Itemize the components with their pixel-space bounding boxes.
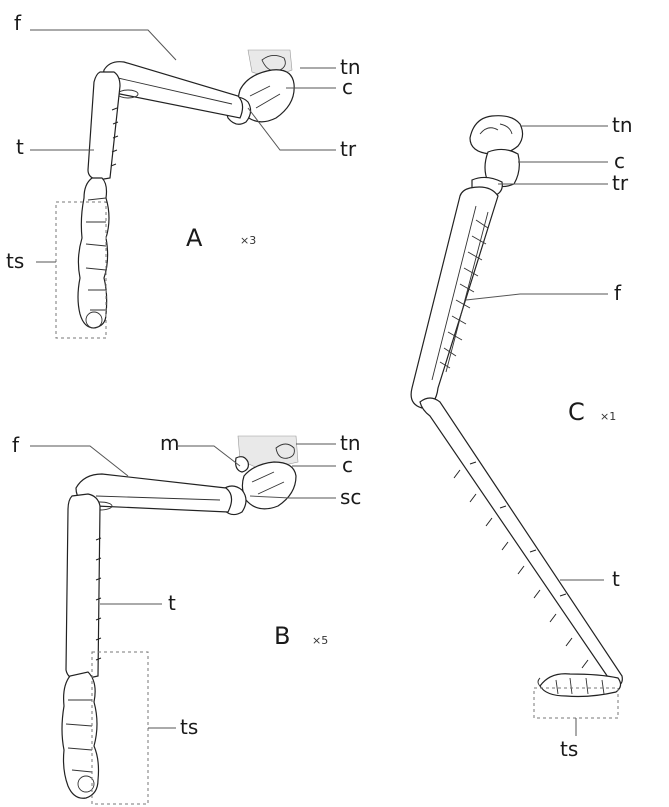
figure-a-label-c: c bbox=[342, 75, 353, 99]
figure-a-label-t: t bbox=[16, 135, 24, 159]
figure-c-tarsus bbox=[540, 674, 621, 697]
figure-b-label-sc: sc bbox=[340, 485, 361, 509]
figure-b-label-c: c bbox=[342, 453, 353, 477]
figure-b-panel-label: B bbox=[274, 622, 290, 650]
figure-a-label-f: f bbox=[14, 11, 22, 35]
figure-a-label-ts: ts bbox=[6, 249, 24, 273]
figure-a-panel-label: A bbox=[186, 224, 203, 252]
figure-c-label-f: f bbox=[614, 281, 622, 305]
figure-b-label-tn: tn bbox=[340, 431, 361, 455]
figure-c-label-ts: ts bbox=[560, 737, 578, 761]
figure-b-coxa bbox=[242, 462, 296, 509]
figure-c-tibia bbox=[420, 398, 622, 686]
figure-b-label-ts: ts bbox=[180, 715, 198, 739]
figure-a-magnification: ×3 bbox=[240, 234, 256, 247]
figure-c-label-c: c bbox=[614, 149, 625, 173]
figure-b-magnification: ×5 bbox=[312, 634, 328, 647]
figure-a: f tn c tr t ts A ×3 bbox=[6, 11, 361, 338]
figure-b: f m tn c sc t ts B ×5 bbox=[12, 431, 361, 804]
figure-a-label-tr: tr bbox=[340, 137, 357, 161]
figure-a-tarsus bbox=[78, 178, 109, 328]
figure-b-tarsus-bracket bbox=[92, 652, 148, 804]
figure-c-label-t: t bbox=[612, 567, 620, 591]
figure-b-label-t: t bbox=[168, 591, 176, 615]
figure-c-label-tr: tr bbox=[612, 171, 629, 195]
figure-a-femur bbox=[102, 62, 243, 118]
figure-c-panel-label: C bbox=[568, 398, 585, 426]
figure-b-label-f: f bbox=[12, 433, 20, 457]
figure-c-label-tn: tn bbox=[612, 113, 633, 137]
figure-c-notum bbox=[470, 116, 523, 155]
figure-c: tn c tr f t ts C ×1 bbox=[411, 113, 632, 761]
figure-c-magnification: ×1 bbox=[600, 410, 616, 423]
figure-b-label-m: m bbox=[160, 431, 179, 455]
